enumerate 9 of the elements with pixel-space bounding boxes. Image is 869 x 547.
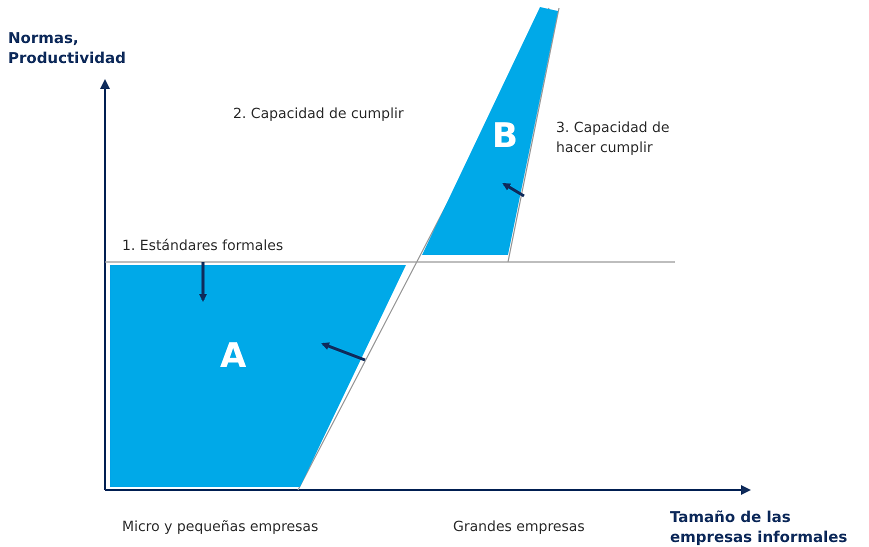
category-label: Grandes empresas: [453, 518, 586, 537]
category-label: Micro y pequeñas empresas: [122, 518, 320, 537]
region-letter: B: [492, 119, 518, 153]
line-label: 2. Capacidad de cumplir: [233, 105, 405, 124]
region-letter: A: [220, 339, 246, 373]
axis-label: Normas, Productividad: [8, 28, 127, 68]
line-label: 1. Estándares formales: [122, 237, 284, 256]
line-label: 3. Capacidad de hacer cumplir: [556, 119, 671, 158]
axis-label: Tamaño de las empresas informales: [670, 507, 848, 547]
